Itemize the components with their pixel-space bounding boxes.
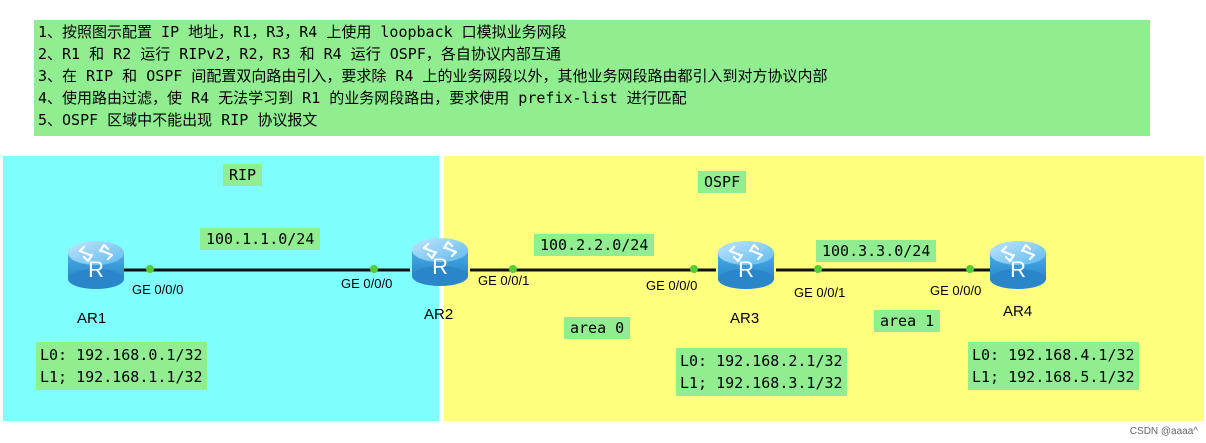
network-label-l1: 100.1.1.0/24 [200,228,321,250]
network-label-l3: 100.3.3.0/24 [816,240,937,262]
router-name-ar2: AR2 [424,306,454,323]
loopbacks-ar4: L0: 192.168.4.1/32 L1; 192.168.5.1/32 [968,342,1139,390]
router-ar4-icon [988,239,1048,291]
loopback-ar1-l1: L1; 192.168.1.1/32 [40,368,203,386]
iface-ar2-g1: GE 0/0/1 [478,273,530,288]
loopback-ar1-l0: L0: 192.168.0.1/32 [40,346,203,364]
port-ar3-g0 [690,265,698,273]
loopbacks-ar3: L0: 192.168.2.1/32 L1; 192.168.3.1/32 [676,348,847,396]
requirement-4: 4、使用路由过滤，使 R4 无法学习到 R1 的业务网段路由，要求使用 pref… [38,89,687,107]
requirement-5: 5、OSPF 区域中不能出现 RIP 协议报文 [38,111,318,129]
ospf-zone-label: OSPF [698,171,747,193]
router-ar3-icon [716,239,776,291]
rip-zone-label: RIP [223,164,263,186]
loopback-ar3-l0: L0: 192.168.2.1/32 [680,352,843,370]
iface-ar4-g0: GE 0/0/0 [930,283,982,298]
router-ar2-icon [410,236,470,288]
router-ar1-icon [66,239,126,291]
port-ar2-g1 [509,265,517,273]
watermark: CSDN @aaaa^ [1129,426,1198,437]
requirements-box: 1、按照图示配置 IP 地址，R1，R3，R4 上使用 loopback 口模拟… [34,20,1150,136]
iface-ar3-g0: GE 0/0/0 [646,278,698,293]
router-name-ar1: AR1 [77,310,107,327]
port-ar3-g1 [814,265,822,273]
iface-ar1-g0: GE 0/0/0 [132,282,184,297]
loopback-ar4-l1: L1; 192.168.5.1/32 [972,368,1135,386]
requirement-2: 2、R1 和 R2 运行 RIPv2，R2，R3 和 R4 运行 OSPF，各自… [38,45,561,63]
port-ar1-g0 [146,265,154,273]
loopbacks-ar1: L0: 192.168.0.1/32 L1; 192.168.1.1/32 [36,342,207,390]
iface-ar3-g1: GE 0/0/1 [794,285,846,300]
area-1-label: area 1 [874,310,941,332]
router-name-ar3: AR3 [730,310,760,327]
area-0-label: area 0 [564,317,631,339]
iface-ar2-g0: GE 0/0/0 [341,276,393,291]
port-ar4-g0 [966,265,974,273]
loopback-ar4-l0: L0: 192.168.4.1/32 [972,346,1135,364]
network-label-l2: 100.2.2.0/24 [534,234,655,256]
requirement-1: 1、按照图示配置 IP 地址，R1，R3，R4 上使用 loopback 口模拟… [38,23,567,41]
requirement-3: 3、在 RIP 和 OSPF 间配置双向路由引入，要求除 R4 上的业务网段以外… [38,67,828,85]
port-ar2-g0 [370,265,378,273]
loopback-ar3-l1: L1; 192.168.3.1/32 [680,374,843,392]
router-name-ar4: AR4 [1003,303,1033,320]
